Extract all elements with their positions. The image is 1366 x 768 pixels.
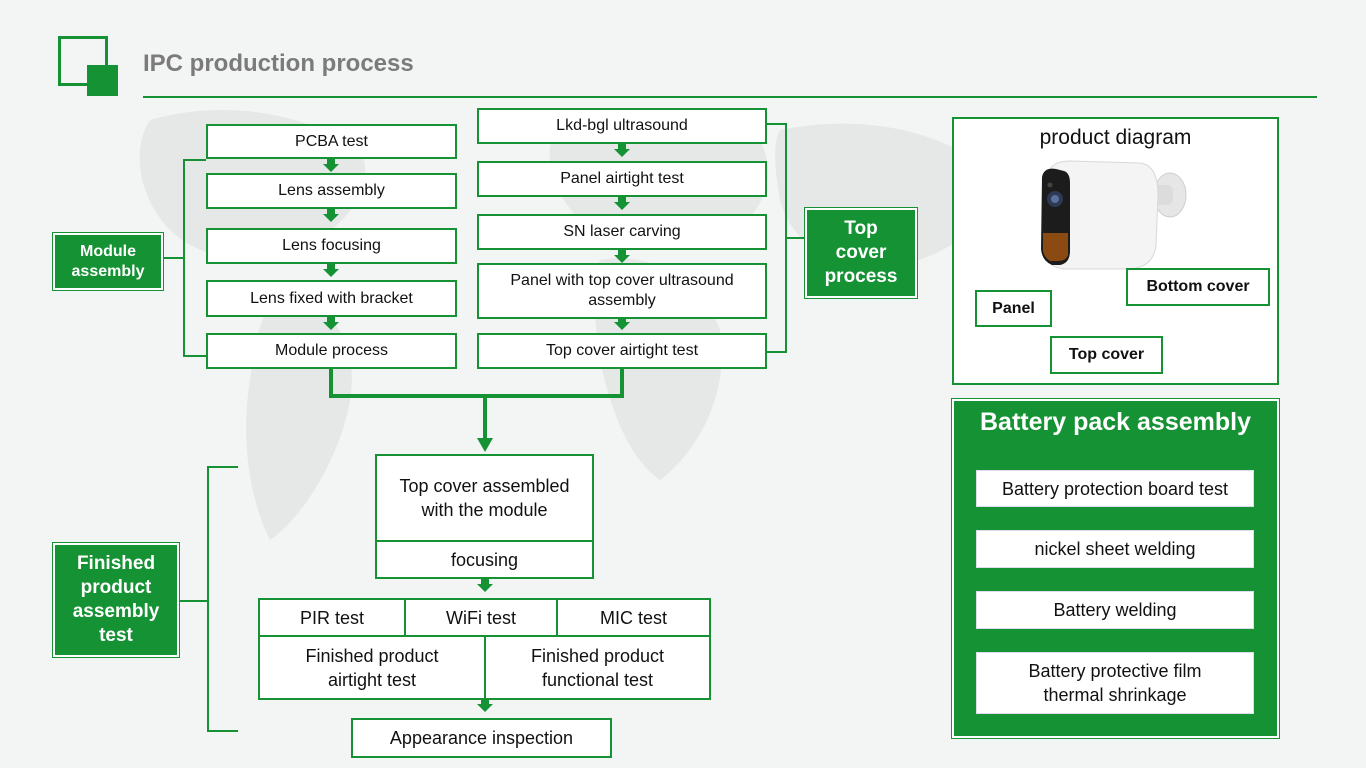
page-title: IPC production process [143, 50, 414, 77]
header-rule [143, 96, 1317, 98]
divider [556, 600, 558, 636]
camera-illustration [1041, 160, 1187, 270]
divider [484, 636, 486, 698]
step-sn-laser-carving: SN laser carving [477, 214, 767, 250]
step-lens-focusing: Lens focusing [206, 228, 457, 264]
module-assembly-label: Module assembly [52, 232, 164, 291]
step-panel-top-cover-ultrasound: Panel with top cover ultrasound assembly [477, 263, 767, 319]
step-panel-airtight-test: Panel airtight test [477, 161, 767, 197]
step-pir-test: PIR test [299, 608, 365, 628]
header-logo-outline [58, 36, 108, 86]
label-bottom-cover: Bottom cover [1126, 268, 1270, 306]
step-lens-fixed-bracket: Lens fixed with bracket [206, 280, 457, 317]
battery-step-protective-film: Battery protective film thermal shrinkag… [976, 652, 1254, 714]
battery-step-nickel-sheet-welding: nickel sheet welding [976, 530, 1254, 568]
step-top-cover-assembled-module: Top cover assembled with the module [399, 476, 570, 520]
battery-step-battery-welding: Battery welding [976, 591, 1254, 629]
step-wifi-test: WiFi test [446, 608, 516, 628]
top-cover-module-group [375, 454, 594, 579]
label-top-cover: Top cover [1050, 336, 1163, 374]
step-lkd-bgl-ultrasound: Lkd-bgl ultrasound [477, 108, 767, 144]
step-module-process: Module process [206, 333, 457, 369]
battery-pack-title: Battery pack assembly [980, 408, 1251, 436]
top-cover-process-label: Top cover process [804, 207, 918, 299]
step-pcba-test: PCBA test [206, 124, 457, 159]
header-logo-square [87, 65, 118, 96]
step-finished-airtight-test: Finished product airtight test [305, 645, 439, 690]
divider [404, 600, 406, 636]
battery-step-protection-board-test: Battery protection board test [976, 470, 1254, 507]
step-mic-test: MIC test [599, 608, 667, 628]
step-top-cover-airtight-test: Top cover airtight test [477, 333, 767, 369]
finished-product-label: Finished product assembly test [52, 542, 180, 658]
label-panel: Panel [975, 290, 1052, 327]
step-focusing: focusing [450, 550, 519, 570]
step-finished-functional-test: Finished product functional test [530, 645, 665, 690]
divider [377, 540, 592, 542]
step-lens-assembly: Lens assembly [206, 173, 457, 209]
step-appearance-inspection: Appearance inspection [351, 718, 612, 758]
product-diagram-title: product diagram [1039, 126, 1192, 149]
